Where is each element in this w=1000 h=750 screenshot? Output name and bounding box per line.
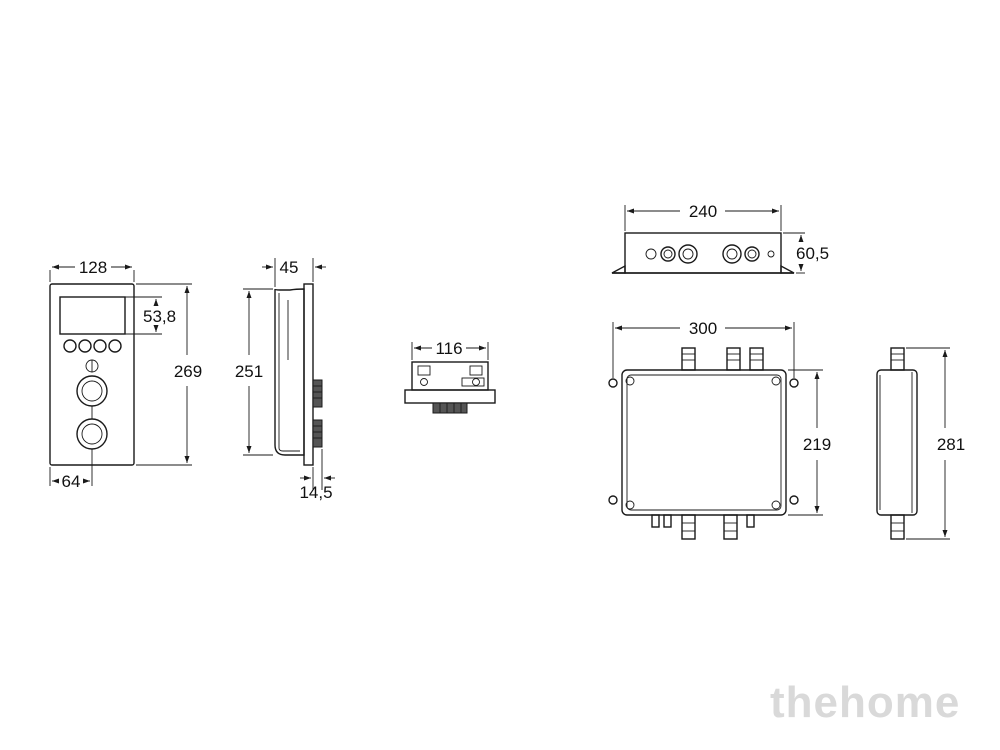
box-top-height-dimension: 219 — [788, 369, 831, 516]
panel-side-view — [274, 283, 323, 466]
box-top-height-label: 219 — [803, 435, 831, 454]
box-front-width-label: 240 — [689, 202, 717, 221]
box-side-view — [876, 347, 918, 540]
box-side-height-dimension: 281 — [906, 347, 965, 540]
panel-top-view — [404, 361, 496, 414]
box-top-view — [608, 347, 799, 540]
box-front-height-dimension: 60,5 — [783, 232, 829, 274]
side-height-dimension: 251 — [235, 288, 273, 456]
display-height-dimension: 53,8 — [125, 296, 176, 335]
box-top-width-label: 300 — [689, 319, 717, 338]
knob-depth-dimension: 14,5 — [299, 449, 335, 502]
top-width-label: 116 — [435, 339, 462, 358]
panel-height-label: 269 — [174, 362, 202, 381]
box-front-width-dimension: 240 — [624, 202, 782, 231]
side-depth-label: 45 — [280, 258, 299, 277]
top-width-dimension: 116 — [411, 339, 489, 360]
box-front-height-label: 60,5 — [796, 244, 829, 263]
panel-width-dimension: 128 — [49, 258, 135, 282]
box-side-height-label: 281 — [937, 435, 965, 454]
display-height-label: 53,8 — [143, 307, 176, 326]
watermark-logo: thehome — [770, 678, 961, 727]
panel-height-dimension: 269 — [136, 283, 202, 466]
box-top-width-dimension: 300 — [612, 319, 795, 378]
panel-width-label: 128 — [79, 258, 107, 277]
side-depth-dimension: 45 — [262, 258, 326, 287]
box-front-view — [611, 232, 795, 274]
knob-depth-label: 14,5 — [299, 483, 332, 502]
panel-front-view — [49, 283, 135, 466]
side-height-label: 251 — [235, 362, 263, 381]
knob-offset-label: 64 — [62, 472, 81, 491]
knob-offset-dimension: 64 — [49, 449, 93, 491]
